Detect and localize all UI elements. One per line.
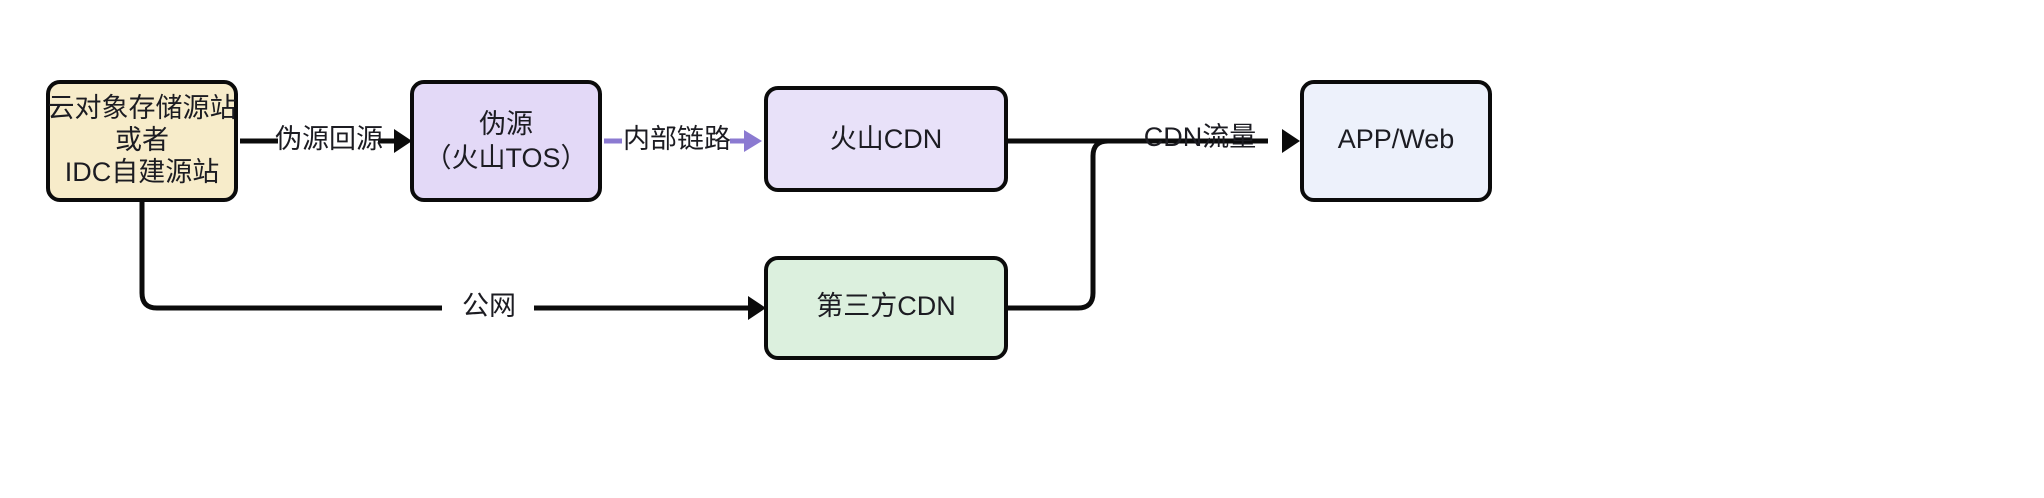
edge-label-backdrop [282, 124, 376, 158]
origin-node-label-line-1: 云对象存储源站 [48, 93, 237, 123]
third-party-cdn-node-shape[interactable] [764, 256, 1008, 360]
third-party-cdn-node[interactable]: 第三方CDN [764, 256, 1008, 360]
origin-node-label-line-2: 或者 [115, 125, 169, 155]
edge-label-backdrop [626, 124, 728, 158]
volcano-cdn-node-shape[interactable] [764, 86, 1008, 192]
edge-label-public-network: 公网 [446, 291, 532, 325]
origin-node-label-line-3: IDC自建源站 [65, 157, 220, 187]
edge-label-text: 伪源回源 [275, 124, 383, 154]
pseudo-origin-node[interactable]: 伪源 （火山TOS） [410, 80, 602, 202]
edge-label-backdrop [446, 291, 532, 325]
edge-label-text: 公网 [462, 291, 516, 321]
edge-third-party-merge [1006, 138, 1180, 311]
edge-pseudo-origin-fetch [240, 129, 412, 153]
edge-label-text: 内部链路 [623, 124, 731, 154]
edge-label-text: CDN流量 [1144, 122, 1257, 152]
app-web-node[interactable]: APP/Web [1300, 80, 1492, 202]
edge-label-cdn-traffic: CDN流量 [1144, 122, 1257, 152]
volcano-cdn-node-label: 火山CDN [830, 124, 943, 154]
origin-node-shape[interactable] [46, 80, 238, 202]
edge-label-pseudo-origin-fetch: 伪源回源 [275, 124, 383, 158]
app-web-node-shape[interactable] [1300, 80, 1492, 202]
origin-node[interactable]: 云对象存储源站 或者 IDC自建源站 [46, 80, 238, 202]
volcano-cdn-node[interactable]: 火山CDN [764, 86, 1008, 192]
edge-internal-link [604, 130, 762, 152]
pseudo-origin-node-label-line-1: 伪源 [479, 109, 533, 139]
edge-label-internal-link: 内部链路 [623, 124, 731, 158]
pseudo-origin-node-label-line-2: （火山TOS） [424, 143, 587, 173]
third-party-cdn-node-label: 第三方CDN [816, 291, 956, 321]
pseudo-origin-node-shape[interactable] [410, 80, 602, 202]
edge-public-network [139, 200, 766, 320]
app-web-node-label: APP/Web [1338, 124, 1455, 154]
